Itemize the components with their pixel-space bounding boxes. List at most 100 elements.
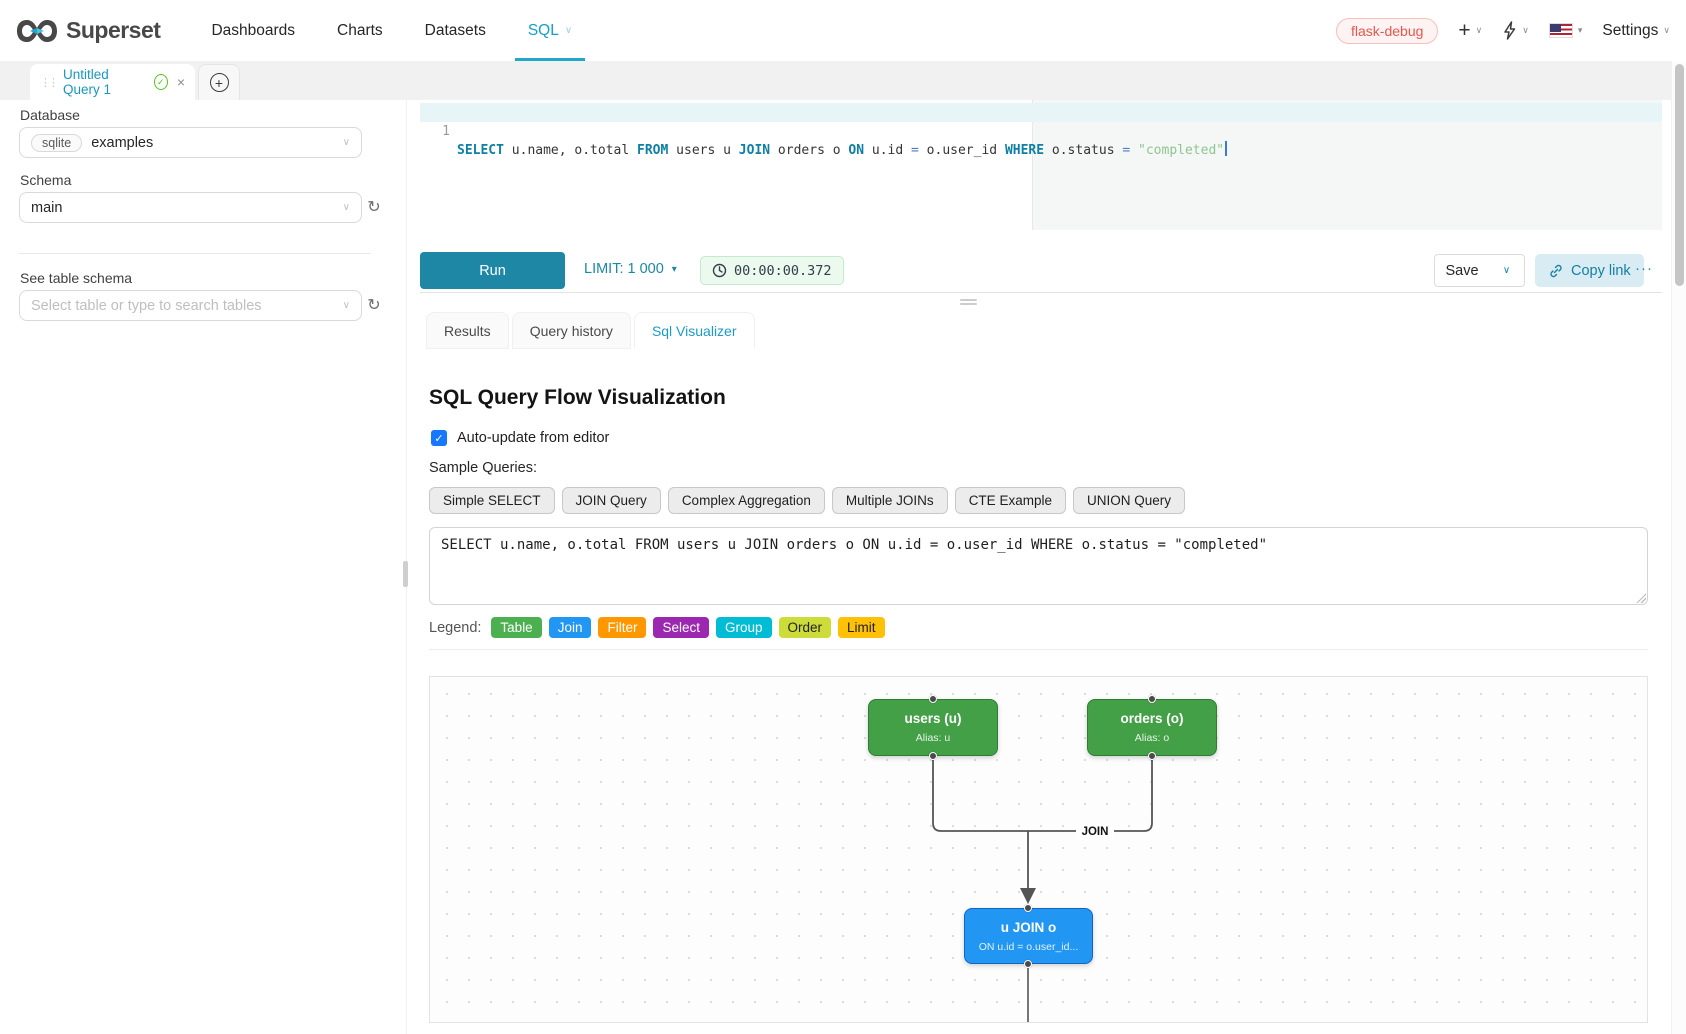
more-actions-icon[interactable]: ··· (1635, 260, 1653, 277)
sidebar-resize-handle[interactable] (403, 561, 408, 587)
nav-sql[interactable]: SQL∨ (507, 0, 593, 61)
node-handle[interactable] (1148, 695, 1156, 703)
timer-value: 00:00:00.372 (734, 262, 832, 279)
flow-canvas[interactable]: users (u) Alias: u orders (o) Alias: o u… (429, 676, 1648, 1023)
brand-name: Superset (66, 17, 161, 43)
editor-resize-handle[interactable] (960, 299, 977, 306)
superset-logo-icon (17, 19, 57, 42)
chevron-down-icon: ∨ (342, 300, 350, 311)
lightning-icon (1504, 21, 1516, 40)
sample-cte-example-button[interactable]: CTE Example (954, 487, 1066, 514)
node-handle[interactable] (929, 695, 937, 703)
auto-update-label: Auto-update from editor (457, 430, 610, 446)
sample-complex-aggregation-button[interactable]: Complex Aggregation (667, 487, 825, 514)
schema-select[interactable]: main ∨ (19, 192, 362, 223)
query-tab[interactable]: ⋮⋮ Untitled Query 1 ✓ × (30, 64, 195, 100)
run-button[interactable]: Run (420, 252, 565, 289)
node-handle[interactable] (1024, 960, 1032, 968)
nav-dashboards[interactable]: Dashboards (211, 21, 296, 39)
add-query-tab-button[interactable]: + (198, 64, 240, 100)
query-timer-badge: 00:00:00.372 (700, 256, 844, 285)
table-schema-label: See table schema (20, 270, 133, 286)
flow-edges (932, 760, 1153, 1022)
query-tab-title: Untitled Query 1 (63, 67, 112, 97)
sample-queries-label: Sample Queries: (429, 460, 537, 476)
legend-badge-group: Group (716, 617, 772, 638)
header-right: flask-debug +∨ ∨ ▾ Settings∨ (1336, 17, 1670, 44)
legend-badge-join: Join (548, 617, 592, 638)
flow-node-users[interactable]: users (u) Alias: u (868, 699, 998, 756)
sample-query-buttons: Simple SELECT JOIN Query Complex Aggrega… (429, 487, 1185, 514)
query-textarea[interactable]: SELECT u.name, o.total FROM users u JOIN… (429, 527, 1648, 605)
chevron-down-icon: ∨ (342, 202, 350, 213)
sidebar-divider (19, 253, 371, 254)
chevron-down-icon: ∨ (564, 25, 573, 36)
result-tabs: Results Query history Sql Visualizer (426, 312, 755, 349)
code-line-1: 1 SELECT u.name, o.total FROM users u JO… (420, 103, 1228, 158)
top-nav: Superset Dashboards Charts Datasets SQL∨… (0, 0, 1686, 61)
node-handle[interactable] (929, 752, 937, 760)
checkbox-checked-icon[interactable]: ✓ (431, 430, 447, 446)
link-icon (1550, 264, 1562, 277)
sample-simple-select-button[interactable]: Simple SELECT (429, 487, 555, 514)
plus-icon: + (1458, 19, 1471, 42)
active-line-highlight (420, 103, 1662, 122)
sql-code[interactable]: SELECT u.name, o.total FROM users u JOIN… (457, 141, 1228, 160)
node-handle[interactable] (1148, 752, 1156, 760)
legend-label: Legend: (429, 619, 482, 636)
legend-badge-select: Select (653, 617, 709, 638)
line-number: 1 (442, 124, 450, 139)
environment-badge: flask-debug (1336, 17, 1439, 44)
tab-sql-visualizer[interactable]: Sql Visualizer (633, 312, 755, 349)
drag-grip-icon[interactable]: ⋮⋮ (40, 76, 59, 89)
sample-union-query-button[interactable]: UNION Query (1072, 487, 1185, 514)
chevron-down-icon: ∨ (1663, 25, 1670, 35)
flow-node-orders[interactable]: orders (o) Alias: o (1087, 699, 1217, 756)
limit-dropdown[interactable]: LIMIT: 1 000▾ (584, 261, 677, 277)
clock-icon (712, 263, 727, 278)
db-engine-badge: sqlite (31, 133, 83, 152)
refresh-schemas-icon[interactable]: ↻ (367, 199, 381, 216)
table-select[interactable]: Select table or type to search tables ∨ (19, 290, 362, 321)
legend-badge-filter: Filter (598, 617, 647, 638)
database-select[interactable]: sqlite examples ∨ (19, 127, 362, 158)
nav-datasets[interactable]: Datasets (424, 21, 486, 39)
copy-link-button[interactable]: Copy link (1535, 254, 1644, 287)
save-dropdown-caret[interactable]: ∨ (1489, 254, 1525, 287)
visualizer-title: SQL Query Flow Visualization (429, 386, 726, 409)
query-search-menu[interactable]: ∨ (1502, 21, 1529, 40)
database-value: examples (91, 134, 154, 151)
sql-editor[interactable]: 1 SELECT u.name, o.total FROM users u JO… (420, 100, 1662, 230)
refresh-tables-icon[interactable]: ↻ (367, 297, 381, 314)
tab-query-history[interactable]: Query history (511, 312, 631, 349)
tab-results[interactable]: Results (426, 312, 509, 349)
table-select-placeholder: Select table or type to search tables (31, 297, 262, 314)
scrollbar-track[interactable] (1671, 61, 1686, 1034)
edge-label-join: JOIN (1076, 824, 1114, 840)
sample-join-query-button[interactable]: JOIN Query (561, 487, 661, 514)
legend-badge-limit: Limit (838, 617, 885, 638)
caret-down-icon: ▾ (671, 263, 677, 275)
save-button[interactable]: Save (1434, 254, 1490, 287)
text-cursor (1225, 141, 1228, 156)
auto-update-checkbox-row[interactable]: ✓ Auto-update from editor (431, 430, 609, 446)
scrollbar-thumb[interactable] (1675, 64, 1684, 286)
superset-logo[interactable]: Superset (16, 17, 161, 44)
saved-check-icon: ✓ (153, 74, 168, 90)
sample-multiple-joins-button[interactable]: Multiple JOINs (831, 487, 948, 514)
nav-charts[interactable]: Charts (337, 21, 383, 39)
new-item-menu[interactable]: +∨ (1458, 20, 1482, 41)
schema-value: main (31, 199, 63, 216)
chevron-down-icon: ∨ (1475, 25, 1483, 35)
database-label: Database (20, 107, 80, 123)
language-picker[interactable]: ▾ (1548, 23, 1582, 38)
query-tab-strip: ⋮⋮ Untitled Query 1 ✓ × + (0, 61, 1686, 100)
node-handle[interactable] (1024, 904, 1032, 912)
flow-node-join[interactable]: u JOIN o ON u.id = o.user_id... (964, 908, 1093, 964)
settings-menu[interactable]: Settings∨ (1602, 21, 1670, 39)
main-nav: Dashboards Charts Datasets SQL∨ (190, 0, 593, 61)
close-tab-icon[interactable]: × (176, 74, 185, 90)
editor-toolbar: Run LIMIT: 1 000▾ 00:00:00.372 Save ∨ Co… (420, 230, 1662, 293)
legend-badge-table: Table (491, 617, 542, 638)
